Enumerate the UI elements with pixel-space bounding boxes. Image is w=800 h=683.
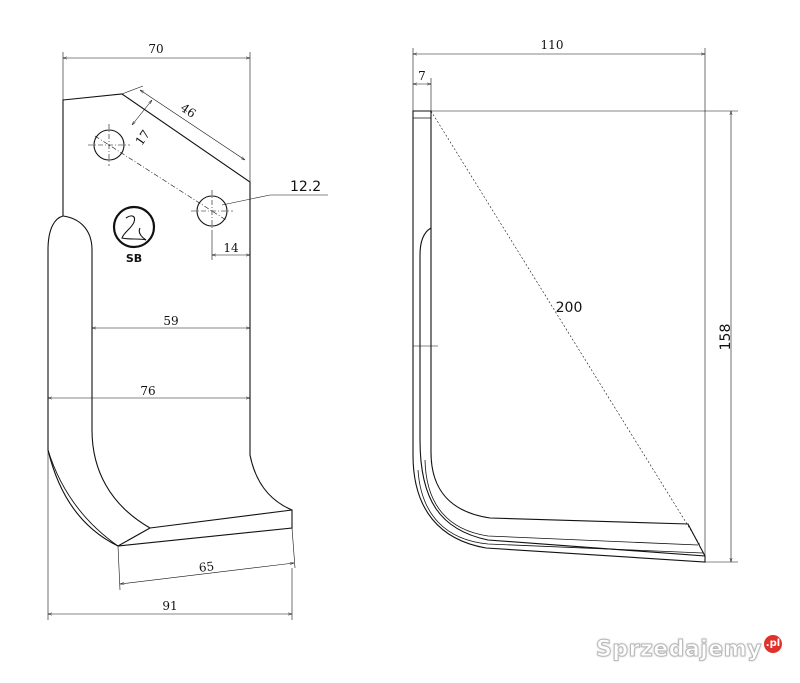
side-view bbox=[412, 110, 706, 563]
side-dimensions bbox=[412, 48, 738, 563]
front-blade-outline bbox=[47, 93, 293, 547]
side-inner-profile bbox=[430, 228, 706, 557]
dim-65: 65 bbox=[198, 559, 215, 575]
sb-logo-label: SB bbox=[126, 252, 142, 265]
watermark-badge: .pl bbox=[764, 635, 782, 653]
side-inner-curve-3 bbox=[417, 469, 704, 554]
dim-76: 76 bbox=[140, 384, 155, 398]
front-dimensions bbox=[47, 52, 328, 620]
dim-59: 59 bbox=[163, 314, 178, 328]
front-cutting-edge bbox=[117, 509, 293, 547]
dim-110: 110 bbox=[541, 38, 564, 52]
dim-12-2: 12.2 bbox=[290, 179, 321, 195]
sb-logo: SB bbox=[112, 205, 156, 265]
front-bevel-curve bbox=[47, 449, 119, 547]
dim-17: 17 bbox=[133, 127, 153, 148]
dim-91: 91 bbox=[162, 599, 177, 613]
hole-centerlines bbox=[88, 124, 233, 232]
mount-hole-lower bbox=[196, 195, 228, 227]
dim-70: 70 bbox=[148, 42, 163, 56]
dim-14: 14 bbox=[223, 241, 239, 255]
dim-7: 7 bbox=[418, 69, 426, 83]
dim-200: 200 bbox=[556, 300, 583, 316]
watermark-text: Sprzedajemy bbox=[596, 637, 763, 663]
sb-logo-icon bbox=[121, 215, 147, 241]
mount-hole-upper bbox=[93, 129, 125, 161]
side-inner-curve-2 bbox=[424, 459, 699, 546]
dim-46: 46 bbox=[178, 101, 198, 121]
front-view bbox=[47, 93, 293, 547]
dim-158: 158 bbox=[718, 324, 734, 351]
front-shank-inner-edge bbox=[62, 215, 151, 529]
watermark: Sprzedajemy .pl bbox=[596, 635, 782, 663]
side-outer-profile bbox=[412, 110, 706, 563]
